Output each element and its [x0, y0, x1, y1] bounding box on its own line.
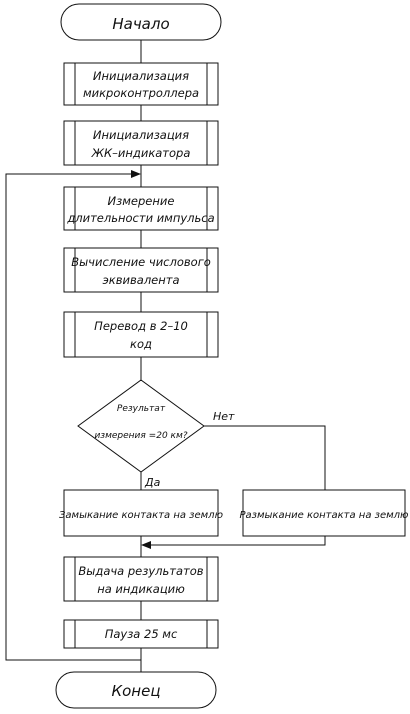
step-label: Инициализация	[93, 128, 189, 142]
no-branch-line	[204, 425, 326, 490]
process-step: Вычисление числового эквивалента	[63, 247, 219, 293]
yes-action-label: Замыкание контакта на землю	[59, 510, 223, 521]
end-terminator	[55, 671, 217, 709]
pause-step: Пауза 25 мс	[63, 619, 219, 649]
step-label: Перевод в 2–10	[94, 319, 188, 333]
step-label: ЖК–индикатора	[91, 146, 191, 160]
process-step: Инициализация ЖК–индикатора	[63, 120, 219, 166]
start-label: Начало	[112, 15, 169, 33]
merge-arrow	[141, 541, 151, 549]
decision-label: измерения =20 км?	[94, 431, 187, 441]
process-step: Измерение длительности импульса	[63, 186, 219, 231]
loop-line	[5, 173, 141, 661]
step-label: Инициализация	[93, 69, 189, 83]
output-label: Выдача результатов	[78, 564, 203, 578]
yes-label: Да	[144, 476, 161, 489]
no-action-box: Размыкание контакта на землю	[240, 489, 409, 537]
yes-action-box: Замыкание контакта на землю	[59, 489, 223, 537]
step-label: Вычисление числового	[71, 255, 211, 269]
step-label: микроконтроллера	[83, 86, 199, 100]
loop-arrow	[131, 170, 141, 178]
step-label: Измерение	[108, 194, 175, 208]
no-label: Нет	[213, 410, 235, 423]
decision-label: Результат	[117, 404, 166, 414]
step-label: эквивалента	[102, 273, 179, 287]
step-label: код	[130, 337, 152, 351]
no-action-label: Размыкание контакта на землю	[240, 510, 409, 521]
merge-line	[147, 536, 326, 546]
process-step: Инициализация микроконтроллера	[63, 62, 219, 106]
pause-label: Пауза 25 мс	[105, 627, 178, 641]
output-label: на индикацию	[97, 582, 185, 596]
step-label: длительности импульса	[66, 211, 214, 225]
output-step: Выдача результатов на индикацию	[63, 556, 219, 602]
end-label: Конец	[111, 682, 160, 700]
process-step: Перевод в 2–10 код	[63, 311, 219, 358]
decision-diamond: Результат измерения =20 км?	[77, 379, 205, 473]
